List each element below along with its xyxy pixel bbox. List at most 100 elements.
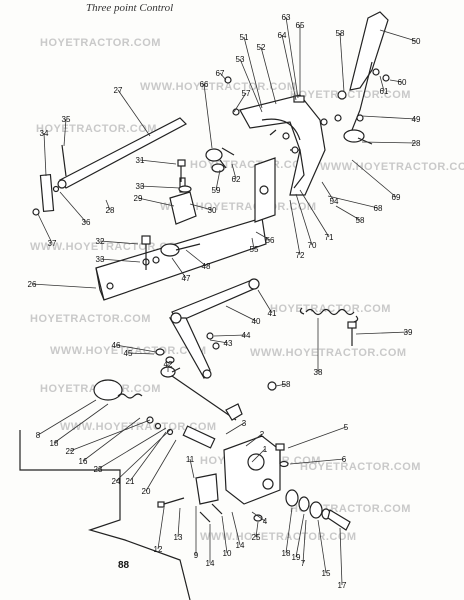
leader-line (82, 417, 141, 462)
leader-line (275, 383, 287, 387)
callout-number: 64 (278, 31, 287, 40)
callout-number: 59 (212, 186, 221, 195)
leader-line (239, 58, 263, 113)
leader-line (289, 199, 301, 256)
callout-number: 26 (28, 280, 37, 289)
leader-line (177, 507, 181, 538)
leader-line (257, 289, 273, 314)
leader-line (127, 352, 155, 355)
callout-number: 18 (50, 439, 59, 448)
leader-line (189, 203, 213, 211)
callout-number: 48 (202, 262, 211, 271)
watermark-text: WWW.HOYETRACTOR.COM (140, 81, 297, 93)
leader-line (302, 519, 307, 564)
return-spring (299, 307, 359, 346)
callout-number: 61 (380, 87, 389, 96)
callout-number: 9 (194, 551, 199, 560)
leader-line (105, 199, 111, 211)
leader-line (37, 399, 97, 436)
leader-line (295, 513, 305, 558)
callout-number: 58 (282, 380, 291, 389)
callout-number: 54 (330, 197, 339, 206)
leader-line (321, 181, 335, 202)
leader-line (225, 305, 257, 322)
leader-line (37, 213, 53, 244)
diagram-title: Three point Control (86, 2, 174, 14)
leader-line (221, 515, 228, 554)
callout-number: 25 (252, 533, 261, 542)
leader-line (361, 141, 417, 144)
callout-number: 38 (314, 368, 323, 377)
leader-line (139, 159, 177, 165)
leader-line (171, 257, 187, 279)
leader-line (117, 89, 151, 137)
watermark-text: WWW.HOYETRACTOR.COM (320, 161, 464, 173)
callout-number: 67 (216, 69, 225, 78)
watermark-text: HOYETRACTOR.COM (290, 89, 411, 101)
callout-number: 32 (96, 237, 105, 246)
leader-line (255, 521, 259, 538)
callout-number: 56 (266, 236, 275, 245)
valve-control-rod (171, 375, 277, 421)
leader-line (285, 507, 293, 554)
callout-number: 22 (66, 447, 75, 456)
callout-number: 29 (134, 194, 143, 203)
callout-number: 60 (398, 78, 407, 87)
adjuster-knob (205, 147, 235, 173)
page-outline (19, 430, 191, 600)
leader-line (379, 75, 385, 92)
small-hardware-top (224, 68, 390, 154)
callout-number: 33 (96, 255, 105, 264)
callout-number: 28 (412, 139, 421, 148)
watermark-text: HOYETRACTOR.COM (36, 123, 157, 135)
leader-line (335, 205, 361, 221)
callout-number: 43 (224, 339, 233, 348)
watermark-text: HOYETRACTOR.COM (30, 313, 151, 325)
callout-number: 31 (136, 156, 145, 165)
leader-line (243, 36, 263, 109)
callout-number: 35 (62, 115, 71, 124)
leader-line (145, 439, 177, 492)
leader-line (225, 422, 245, 435)
mounting-bracket (95, 157, 276, 301)
callout-number: 39 (404, 328, 413, 337)
callout-number: 14 (206, 559, 215, 568)
callout-number: 63 (282, 13, 291, 22)
watermark-text: HOYETRACTOR.COM (190, 159, 311, 171)
callout-number: 4 (263, 517, 268, 526)
leader-line (137, 197, 175, 207)
callout-number: 36 (82, 218, 91, 227)
leader-line (339, 32, 345, 93)
leader-line (185, 249, 207, 267)
leader-line (245, 433, 263, 447)
support-bracket (169, 177, 197, 225)
callout-number: 40 (252, 317, 261, 326)
leader-line (69, 419, 151, 452)
leader-line (139, 185, 181, 189)
leader-line (299, 189, 330, 238)
leader-line (289, 458, 345, 465)
leader-line (115, 344, 157, 353)
callout-number: 49 (412, 115, 421, 124)
leader-line (59, 191, 87, 223)
callout-number: 47 (182, 274, 191, 283)
leader-line (157, 507, 165, 550)
leader-line (189, 458, 195, 479)
leader-line (213, 334, 247, 337)
leader-line (285, 16, 299, 99)
callout-number: 53 (236, 55, 245, 64)
callout-number: 13 (174, 533, 183, 542)
callout-number: 15 (322, 569, 331, 578)
leader-line (115, 429, 171, 482)
watermark-text: WWW.HOYETRACTOR.COM (160, 201, 317, 213)
callout-number: 72 (296, 251, 305, 260)
callout-number: 20 (142, 487, 151, 496)
watermark-text: HOYETRACTOR.COM (300, 461, 421, 473)
leader-lines (31, 16, 417, 586)
callout-number: 30 (208, 206, 217, 215)
callout-number: 21 (126, 477, 135, 486)
callout-number: 50 (412, 37, 421, 46)
